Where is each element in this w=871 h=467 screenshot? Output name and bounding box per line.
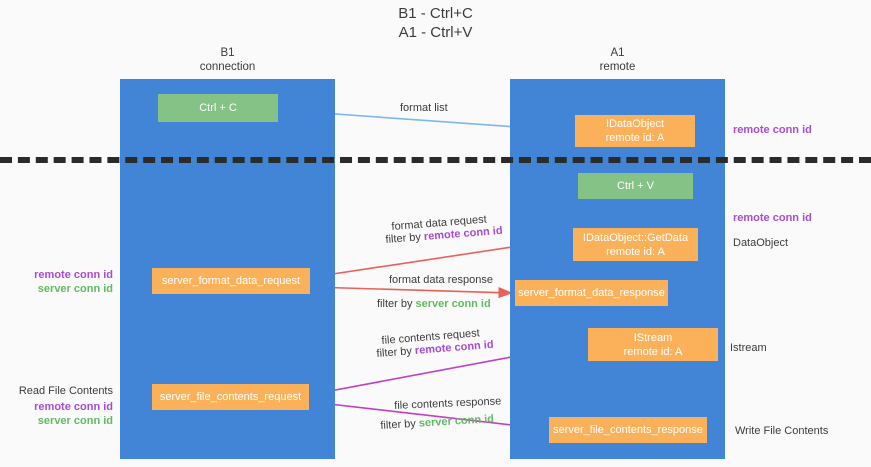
node-server-format-data-response[interactable]: server_format_data_response [515,280,668,306]
filter-key-server-conn-id: server conn id [418,413,495,430]
filter-key-server-conn-id: server conn id [415,298,491,310]
annotation-left-conn-ids-file: remote conn id server conn id [18,400,113,428]
node-idataobject-getdata[interactable]: IDataObject::GetData remote id: A [573,228,698,261]
annotation-read-file-contents: Read File Contents [18,385,113,397]
annotation-remote-conn-id: remote conn id [34,401,113,413]
annotation-remote-conn-id-mid: remote conn id [733,212,812,224]
annotation-dataobject: DataObject [733,237,789,249]
filter-prefix: filter by [376,344,416,360]
edge-file-contents-response [311,401,547,434]
node-ctrl-c[interactable]: Ctrl + C [158,94,278,122]
filter-prefix: filter by [380,417,420,432]
node-server-file-contents-response[interactable]: server_file_contents_response [549,417,707,443]
annotation-write-file-contents: Write File Contents [735,425,829,437]
node-idataobject[interactable]: IDataObject remote id: A [575,115,695,147]
page-title: B1 - Ctrl+C A1 - Ctrl+V [398,5,473,41]
column-header-a1: A1 remote [599,47,636,73]
annotation-server-conn-id: server conn id [37,283,113,295]
node-ctrl-v[interactable]: Ctrl + V [578,173,693,199]
edge-label-format-list: format list [400,102,448,114]
annotation-remote-conn-id: remote conn id [34,269,113,281]
node-istream[interactable]: IStream remote id: A [588,328,718,361]
filter-prefix: filter by [385,230,425,246]
edge-label-format-data-response: format data response [389,274,493,286]
annotation-remote-conn-id-top: remote conn id [733,124,812,136]
node-server-file-contents-request[interactable]: server_file_contents_request [152,384,309,410]
phase-separator-divider [0,157,871,163]
edge-label-format-data-response-filter: filter by server conn id [377,297,491,312]
column-header-b1: B1 connection [199,47,256,73]
annotation-istream: Istream [730,342,767,354]
annotation-server-conn-id: server conn id [37,415,113,427]
filter-prefix: filter by [377,298,416,310]
node-server-format-data-request[interactable]: server_format_data_request [152,268,310,294]
edge-format-data-response [310,286,513,299]
annotation-left-conn-ids-format: remote conn id server conn id [18,268,113,296]
